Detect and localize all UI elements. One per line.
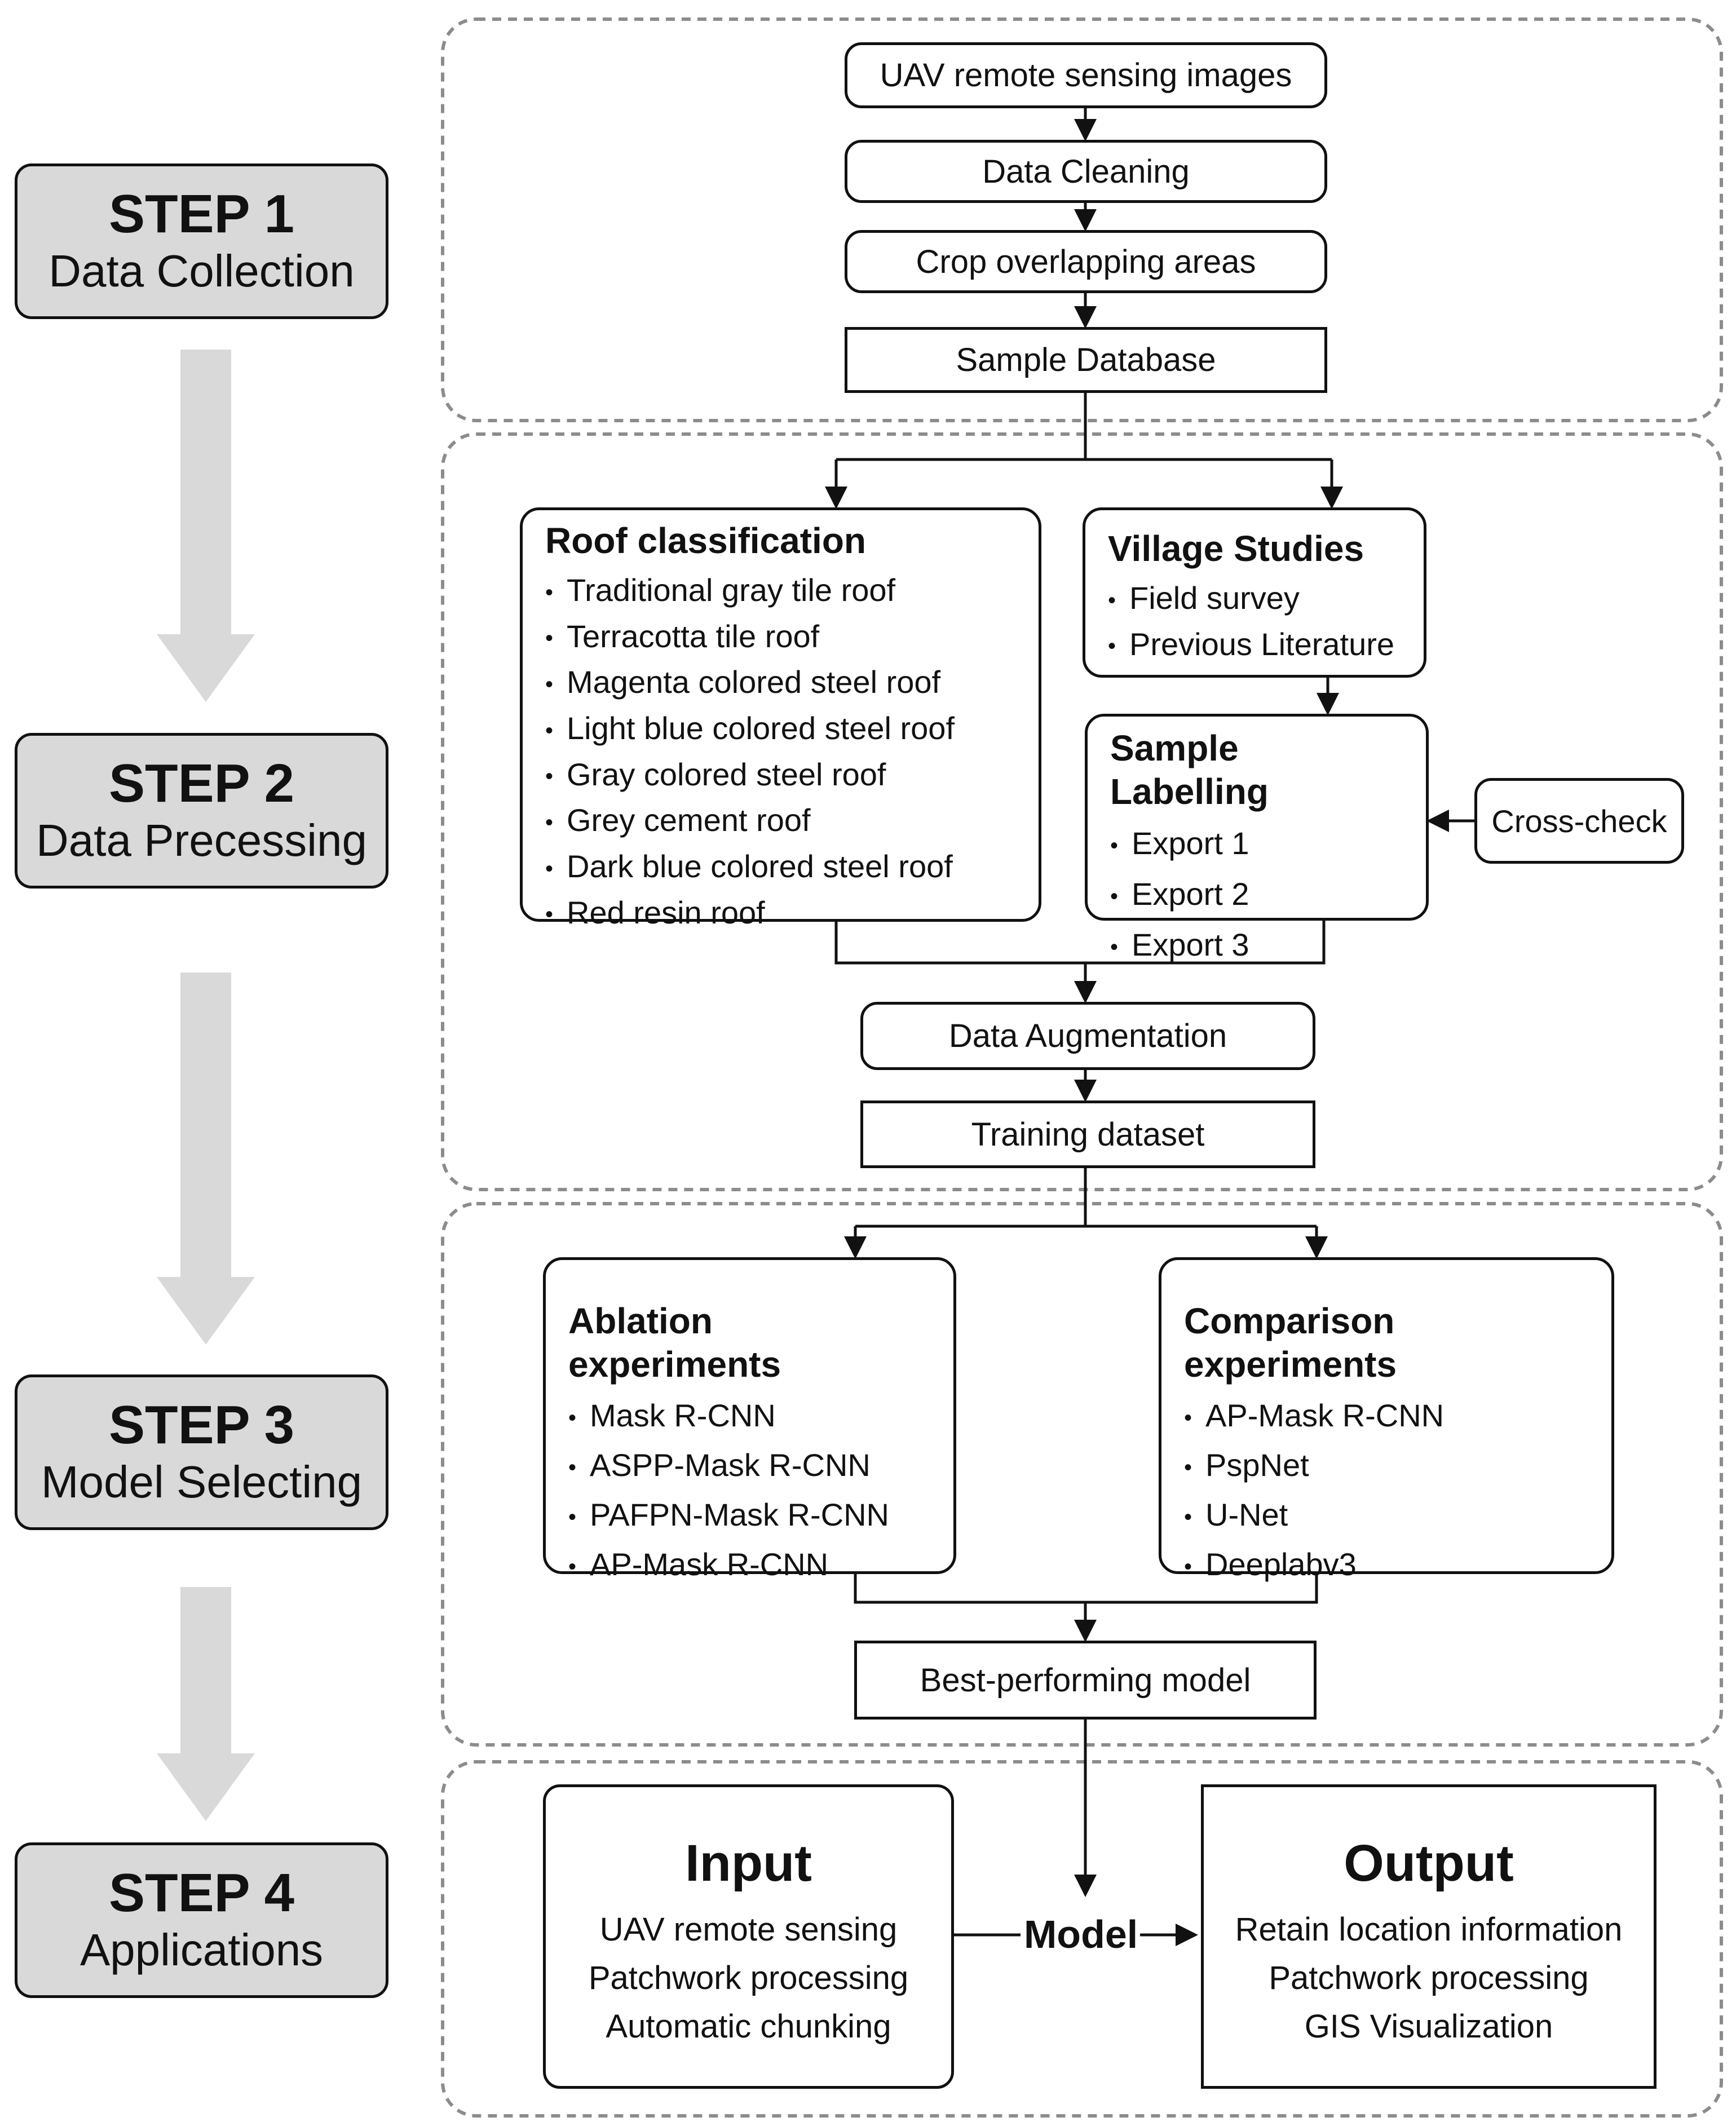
step-name: Applications: [79, 1924, 324, 1975]
list-item: AP-Mask R-CNN: [1184, 1392, 1589, 1442]
model-label: Model: [1022, 1915, 1141, 1954]
list-item: Traditional gray tile roof: [545, 568, 1016, 615]
node-sample-labelling: Sample Labelling Export 1 Export 2 Expor…: [1085, 714, 1429, 962]
step-arrow-1: [157, 350, 255, 702]
list-item: ASPP-Mask R-CNN: [568, 1442, 931, 1491]
list-item: Grey cement roof: [545, 798, 1016, 845]
step-1-label: STEP 1 Data Collection: [15, 163, 388, 319]
section-frame-processing: [441, 432, 1723, 1191]
list-item: Terracotta tile roof: [545, 615, 1016, 661]
node-training-dataset: Training dataset: [860, 1100, 1315, 1168]
panel-title: Ablation experiments: [568, 1301, 781, 1385]
io-line: GIS Visualization: [1304, 2008, 1553, 2045]
node-crop-overlapping: Crop overlapping areas: [845, 230, 1327, 293]
list-item: Magenta colored steel roof: [545, 660, 1016, 706]
list-item: PAFPN-Mask R-CNN: [568, 1491, 931, 1541]
step-2-label: STEP 2 Data Precessing: [15, 733, 388, 889]
list-item: Previous Literature: [1108, 622, 1401, 669]
list-item: Light blue colored steel roof: [545, 706, 1016, 753]
list-item: Field survey: [1108, 576, 1401, 622]
io-line: Automatic chunking: [606, 2008, 891, 2045]
node-village-studies: Village Studies Field survey Previous Li…: [1083, 507, 1426, 678]
list-item: Export 3: [1110, 921, 1403, 971]
list-item: Gray colored steel roof: [545, 753, 1016, 799]
list-item: Dark blue colored steel roof: [545, 845, 1016, 891]
node-data-augmentation: Data Augmentation: [860, 1002, 1315, 1070]
node-cross-check: Cross-check: [1474, 778, 1684, 864]
step-number: STEP 1: [108, 184, 295, 245]
step-arrow-2: [157, 973, 255, 1345]
panel-title: Comparison experiments: [1184, 1301, 1397, 1385]
connector-db-split: [836, 393, 1087, 461]
io-title: Output: [1344, 1835, 1514, 1892]
step-name: Model Selecting: [41, 1456, 363, 1507]
connector-training-split: [855, 1168, 1087, 1228]
section-frame-collection: [441, 17, 1723, 422]
panel-title: Village Studies: [1108, 528, 1364, 569]
list-item: U-Net: [1184, 1491, 1589, 1541]
step-3-label: STEP 3 Model Selecting: [15, 1374, 388, 1530]
node-input: Input UAV remote sensing Patchwork proce…: [543, 1784, 954, 2089]
step-name: Data Precessing: [36, 815, 367, 865]
node-roof-classification: Roof classification Traditional gray til…: [520, 507, 1041, 930]
step-number: STEP 2: [108, 753, 295, 814]
io-line: Retain location information: [1235, 1911, 1623, 1948]
list-item: Deeplabv3: [1184, 1541, 1589, 1590]
list-item: Mask R-CNN: [568, 1392, 931, 1442]
village-list: Field survey Previous Literature: [1108, 576, 1401, 668]
step-number: STEP 4: [108, 1863, 295, 1924]
node-ablation-experiments: Ablation experiments Mask R-CNN ASPP-Mas…: [543, 1257, 956, 1582]
list-item: Export 1: [1110, 819, 1403, 870]
io-line: Patchwork processing: [1269, 1960, 1589, 1997]
step-4-label: STEP 4 Applications: [15, 1842, 388, 1998]
panel-title: Roof classification: [545, 520, 866, 561]
list-item: AP-Mask R-CNN: [568, 1541, 931, 1590]
roof-type-list: Traditional gray tile roof Terracotta ti…: [545, 568, 1016, 937]
node-uav-images: UAV remote sensing images: [845, 42, 1327, 108]
comparison-list: AP-Mask R-CNN PspNet U-Net Deeplabv3: [1184, 1392, 1589, 1591]
list-item: Export 2: [1110, 870, 1403, 921]
panel-title: Sample Labelling: [1110, 728, 1269, 812]
node-best-model: Best-performing model: [854, 1641, 1317, 1720]
step-arrow-3: [157, 1587, 255, 1821]
step-name: Data Collection: [48, 245, 355, 296]
list-item: PspNet: [1184, 1442, 1589, 1491]
node-sample-database: Sample Database: [845, 327, 1327, 393]
node-comparison-experiments: Comparison experiments AP-Mask R-CNN Psp…: [1159, 1257, 1614, 1582]
node-data-cleaning: Data Cleaning: [845, 140, 1327, 203]
section-frame-applications: [441, 1760, 1723, 2118]
node-output: Output Retain location information Patch…: [1201, 1784, 1657, 2089]
list-item: Red resin roof: [545, 891, 1016, 937]
io-line: Patchwork processing: [588, 1960, 909, 1997]
io-line: UAV remote sensing: [599, 1911, 898, 1948]
section-frame-selection: [441, 1202, 1723, 1747]
ablation-list: Mask R-CNN ASPP-Mask R-CNN PAFPN-Mask R-…: [568, 1392, 931, 1591]
step-number: STEP 3: [108, 1395, 295, 1456]
io-title: Input: [685, 1835, 812, 1892]
export-list: Export 1 Export 2 Export 3: [1110, 819, 1403, 972]
